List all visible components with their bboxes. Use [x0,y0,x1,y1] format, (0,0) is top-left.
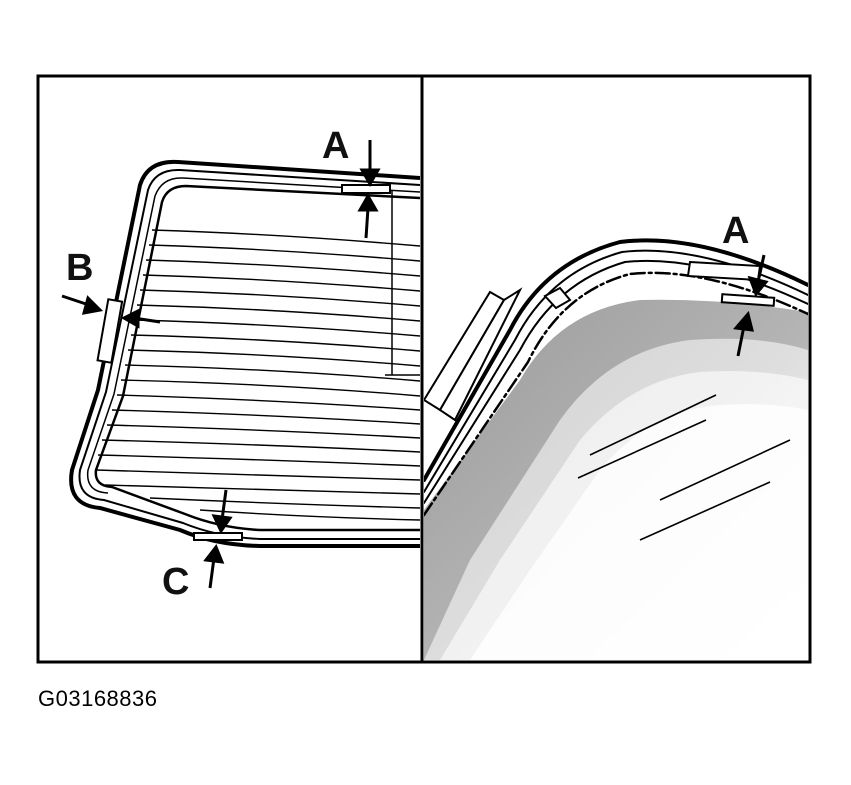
gap-a-marker-left [341,184,391,194]
left-window-illustration [61,140,420,589]
arrow-a-left [357,140,381,239]
right-section-illustration [424,238,808,660]
label-a-left: A [322,125,349,167]
right-panel-frame [420,74,812,664]
glass-outer-edge [69,159,420,548]
defroster-grid [95,229,420,521]
arrow-a-right [733,254,769,357]
label-b: B [66,247,93,289]
label-c: C [162,561,189,603]
arrow-b [61,294,161,329]
gap-c-marker [193,532,243,541]
arrow-c [203,489,233,589]
figure-id: G03168836 [38,686,158,711]
label-a-right: A [722,210,749,252]
gap-a-marker-right [720,293,776,307]
glass-reflections [577,394,791,541]
